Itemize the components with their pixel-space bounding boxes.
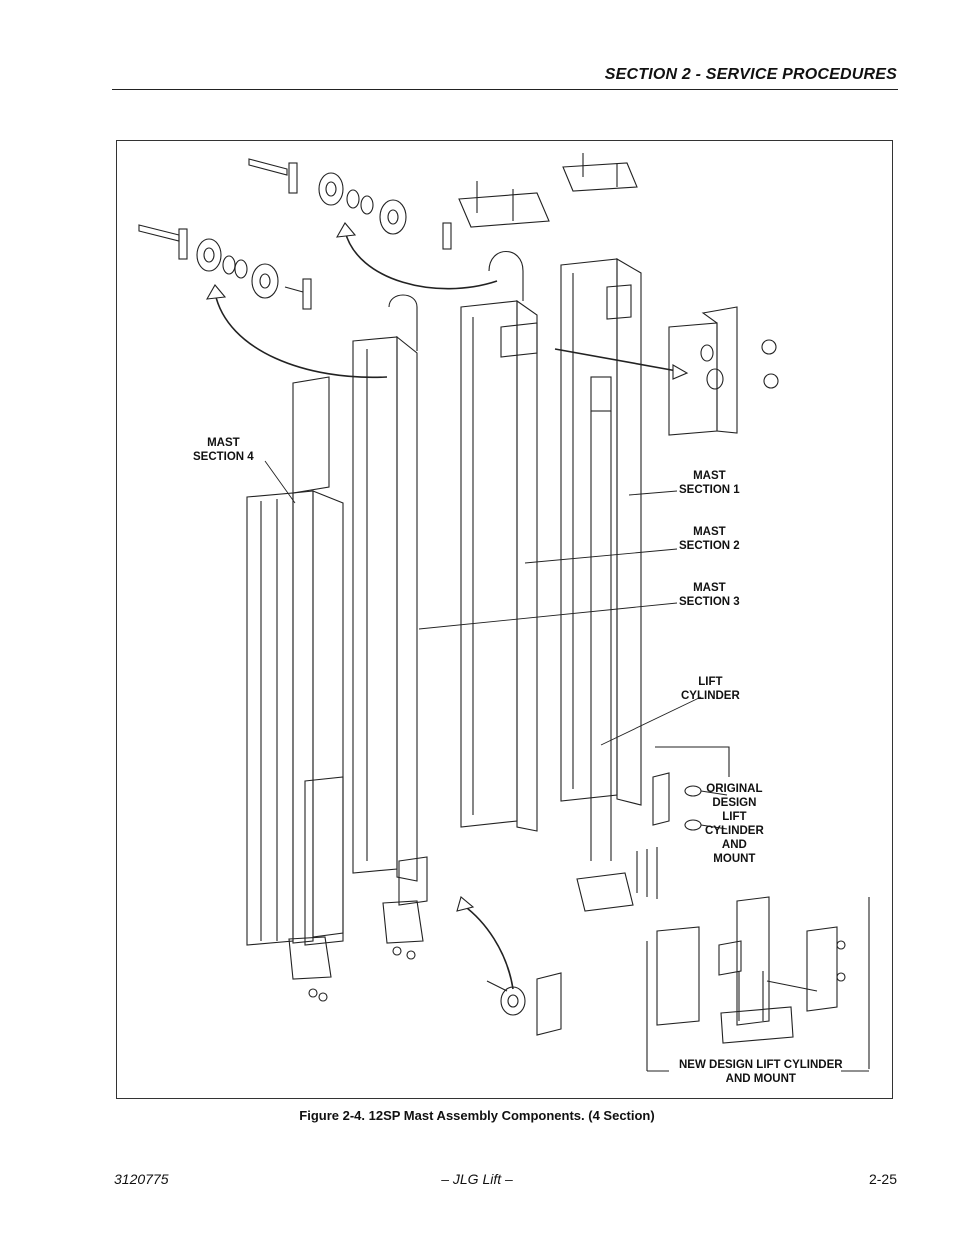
arrow-to-sheave-left: [214, 292, 388, 379]
header-rule: [112, 89, 898, 90]
top-bracket-detail: [668, 306, 779, 436]
brand-footer: – JLG Lift –: [441, 1171, 513, 1187]
mast-section-4: [246, 376, 344, 946]
page-number: 2-25: [868, 1171, 897, 1187]
figure-caption: Figure 2-4. 12SP Mast Assembly Component…: [299, 1108, 655, 1123]
label-new-design: NEW DESIGN LIFT CYLINDER AND MOUNT: [679, 1059, 843, 1085]
mast-section-2: [460, 250, 538, 832]
mast-assembly-illustration: [138, 153, 870, 1072]
sheave-assembly-top: [248, 158, 452, 250]
leader-lines: [264, 460, 702, 746]
new-design-inset: [646, 896, 870, 1072]
section-title: SECTION 2 - SERVICE PROCEDURES: [604, 66, 897, 83]
arrow-to-sheave-top: [344, 230, 498, 290]
mast-section-1: [560, 258, 642, 806]
label-mast-section-3: MAST SECTION 3: [679, 582, 740, 608]
label-mast-section-4: MAST SECTION 4: [193, 437, 254, 463]
label-lift-cylinder: LIFT CYLINDER: [681, 676, 740, 702]
original-design-mount: [636, 746, 730, 899]
label-original-design: ORIGINAL DESIGN LIFT CYLINDER AND MOUNT: [705, 783, 764, 865]
figure-frame: MAST SECTION 4 MAST SECTION 1 MAST SECTI…: [116, 140, 893, 1099]
sheave-assembly-left: [138, 224, 312, 310]
label-mast-section-2: MAST SECTION 2: [679, 526, 740, 552]
mast-section-3: [352, 294, 428, 906]
label-mast-section-1: MAST SECTION 1: [679, 470, 740, 496]
doc-number: 3120775: [114, 1171, 169, 1187]
lift-cylinder: [576, 376, 634, 912]
